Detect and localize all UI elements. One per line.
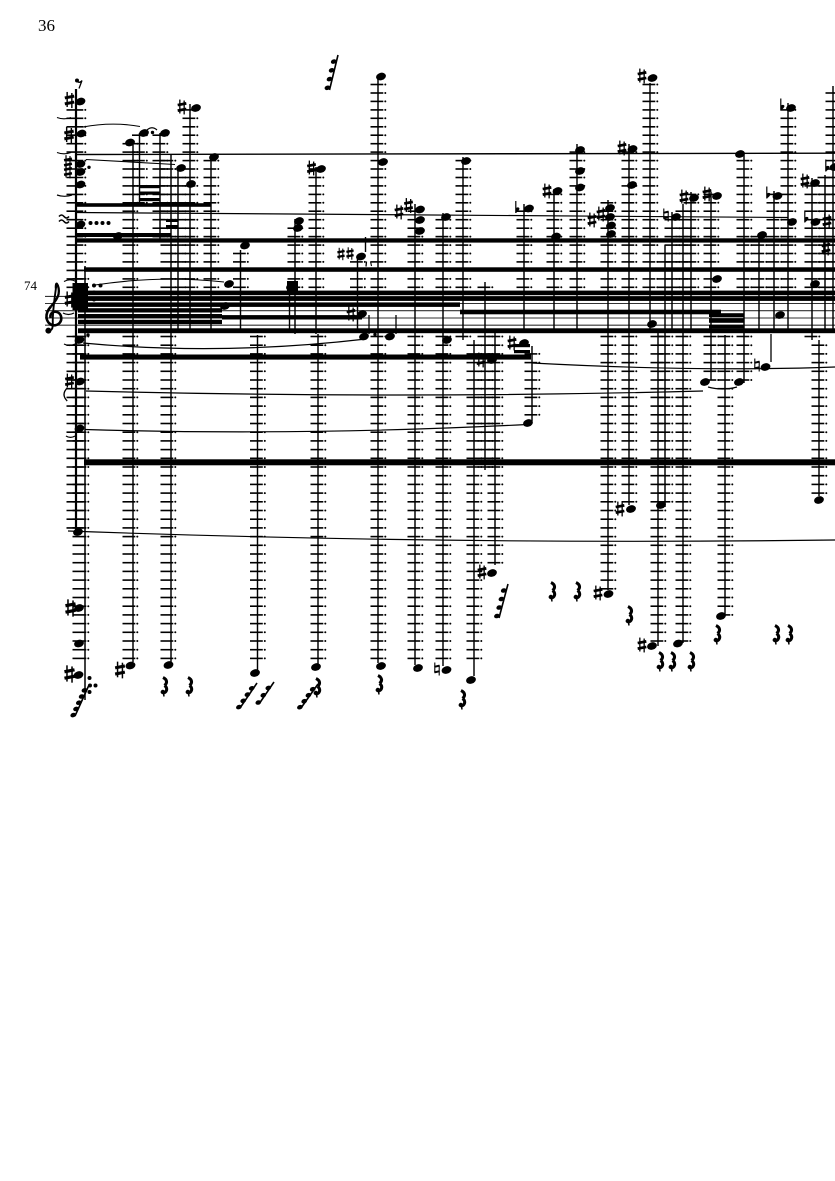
svg-text:36: 36 xyxy=(38,16,55,35)
svg-text:74: 74 xyxy=(24,278,38,293)
